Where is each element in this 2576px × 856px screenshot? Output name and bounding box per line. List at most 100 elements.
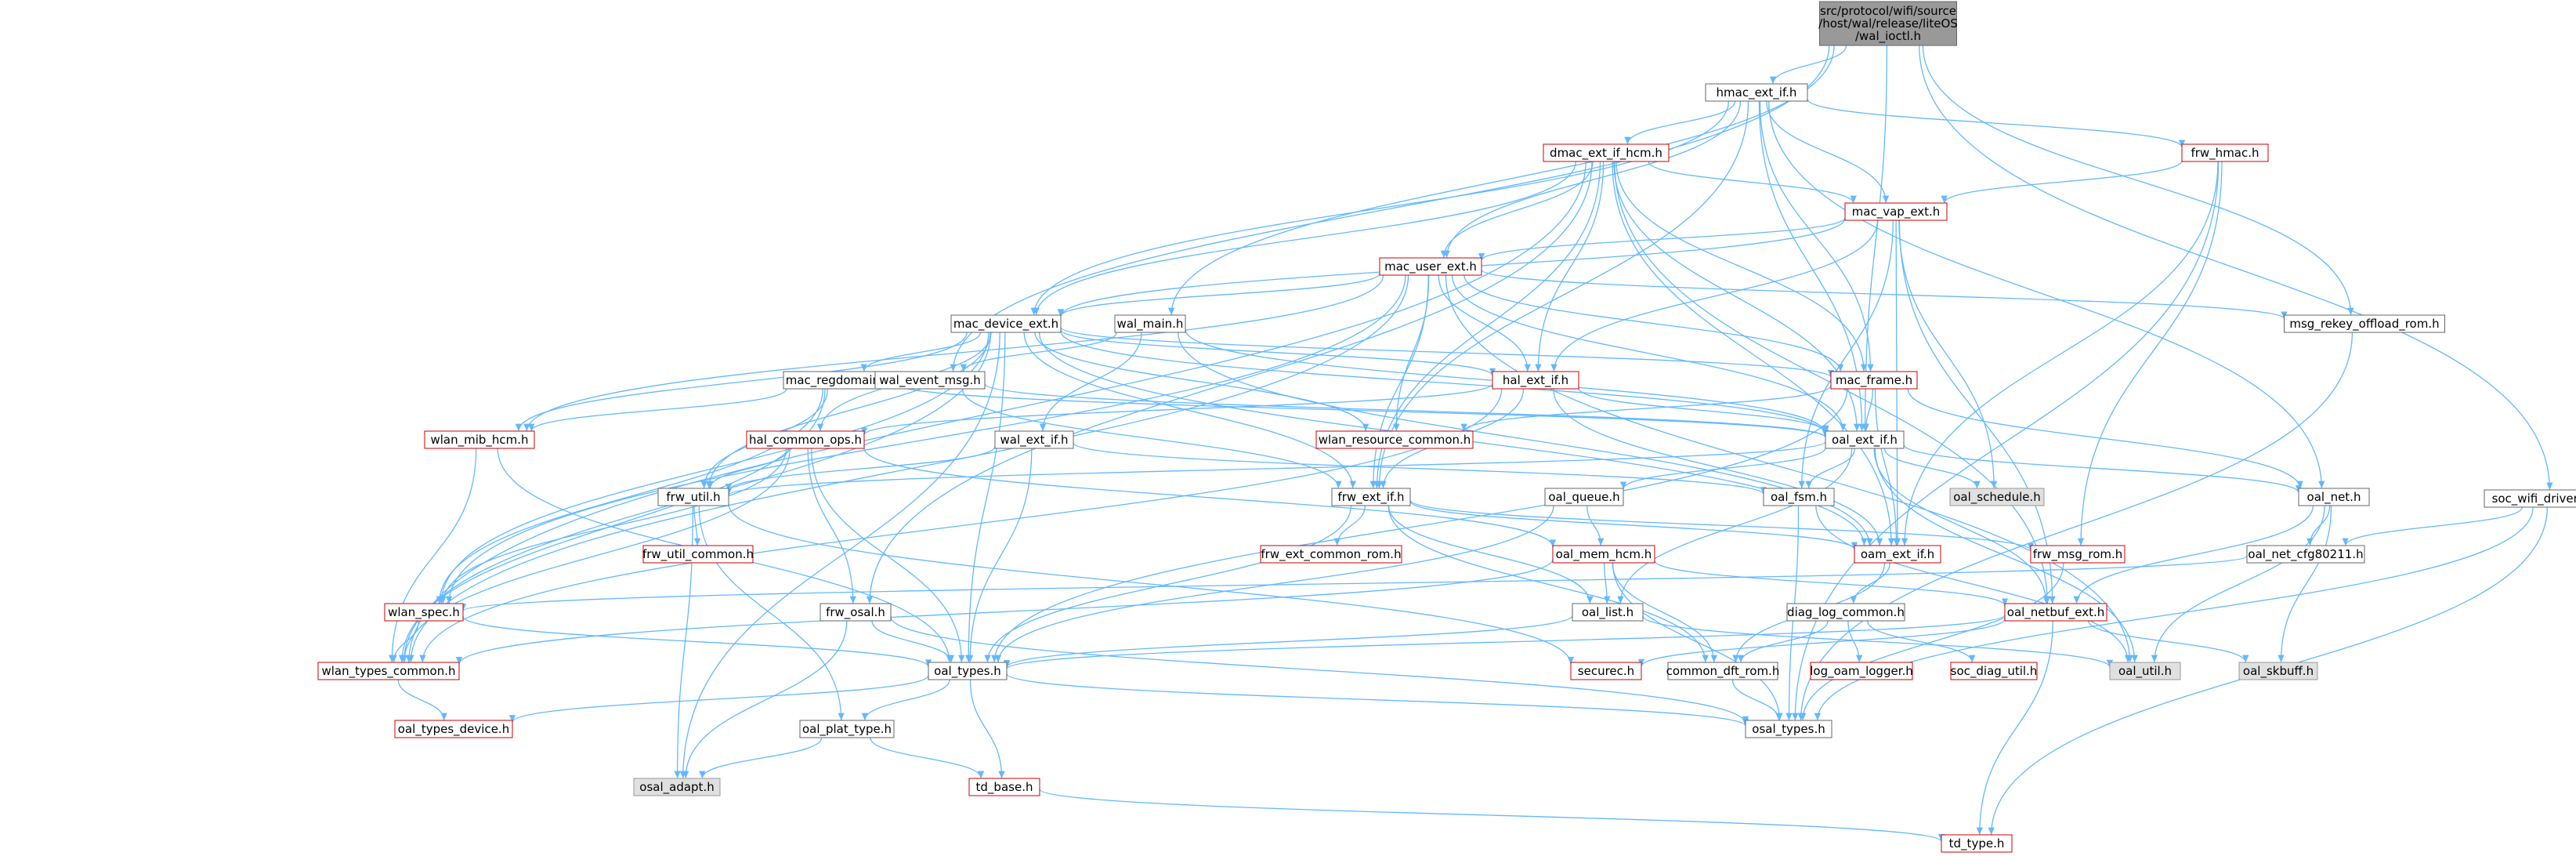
node-oal_net_cfg80211[interactable]: oal_net_cfg80211.h — [2246, 545, 2365, 564]
node-oal_plat_type[interactable]: oal_plat_type.h — [799, 720, 895, 738]
edge-mac_vap_ext-to-hal_ext_if — [1550, 219, 1879, 372]
node-label-frw_hmac: frw_hmac.h — [2191, 146, 2259, 161]
node-label-wal_main: wal_main.h — [1117, 317, 1184, 332]
node-label-root-2: /wal_ioctl.h — [1855, 29, 1921, 44]
node-label-oal_mem_hcm: oal_mem_hcm.h — [1556, 547, 1652, 562]
node-oal_mem_hcm[interactable]: oal_mem_hcm.h — [1552, 545, 1655, 564]
node-mac_user_ext[interactable]: mac_user_ext.h — [1379, 257, 1482, 276]
node-frw_msg_rom[interactable]: frw_msg_rom.h — [2030, 545, 2126, 564]
node-label-securec: securec.h — [1578, 664, 1634, 678]
edge-mac_regdomain-to-wlan_spec — [436, 388, 823, 604]
node-mac_regdomain[interactable]: mac_regdomain.h — [783, 371, 894, 390]
node-label-osal_types: osal_types.h — [1752, 722, 1825, 737]
node-box-frw_msg_rom — [2030, 545, 2126, 564]
node-frw_ext_common_rom[interactable]: frw_ext_common_rom.h — [1260, 545, 1402, 564]
node-soc_diag_util[interactable]: soc_diag_util.h — [1950, 662, 2038, 680]
node-frw_hmac[interactable]: frw_hmac.h — [2181, 143, 2269, 162]
node-td_type[interactable]: td_type.h — [1941, 834, 2013, 853]
node-frw_osal[interactable]: frw_osal.h — [819, 603, 892, 622]
node-box-oal_net — [2298, 488, 2370, 506]
node-label-root-0: src/protocol/wifi/source — [1820, 4, 1956, 18]
node-label-oal_list: oal_list.h — [1582, 605, 1634, 620]
edge-hmac_ext_if-to-mac_frame — [1759, 100, 1874, 372]
node-wlan_resource_common[interactable]: wlan_resource_common.h — [1315, 430, 1474, 449]
edge-diag_log_common-to-log_oam_logger — [1847, 620, 1863, 663]
node-oal_queue[interactable]: oal_queue.h — [1544, 488, 1624, 506]
node-label-td_type: td_type.h — [1949, 836, 2005, 851]
node-oam_ext_if[interactable]: oam_ext_if.h — [1854, 545, 1941, 564]
node-label-frw_util: frw_util.h — [666, 490, 720, 505]
edge-oal_list-to-oal_util — [1642, 615, 2113, 668]
node-label-osal_adapt: osal_adapt.h — [639, 780, 714, 795]
edge-frw_ext_if-to-frw_msg_rom — [1409, 499, 2034, 551]
edge-hal_common_ops-to-frw_util — [707, 448, 790, 489]
node-soc_wifi_driver[interactable]: soc_wifi_driver_wpa_if.h — [2484, 489, 2576, 508]
node-mac_vap_ext[interactable]: mac_vap_ext.h — [1844, 202, 1948, 221]
node-oal_fsm[interactable]: oal_fsm.h — [1763, 488, 1835, 506]
node-label-oal_types: oal_types.h — [934, 664, 1001, 679]
edge-oal_netbuf_ext-to-oal_skbuff — [2088, 620, 2249, 663]
node-box-oal_skbuff — [2238, 662, 2318, 680]
node-diag_log_common[interactable]: diag_log_common.h — [1786, 603, 1905, 622]
node-hmac_ext_if[interactable]: hmac_ext_if.h — [1705, 83, 1808, 102]
node-label-oal_util: oal_util.h — [2118, 664, 2172, 679]
node-oal_ext_if[interactable]: oal_ext_if.h — [1825, 430, 1905, 449]
node-msg_rekey[interactable]: msg_rekey_offload_rom.h — [2284, 314, 2445, 333]
node-frw_util_common[interactable]: frw_util_common.h — [642, 545, 754, 564]
edge-mac_device_ext-to-mac_frame — [1060, 326, 1834, 378]
node-box-hal_ext_if — [1492, 371, 1579, 390]
edge-oal_net-to-oal_skbuff — [2278, 505, 2332, 663]
edge-oal_net-to-oal_util — [2151, 505, 2325, 663]
node-td_base[interactable]: td_base.h — [968, 778, 1040, 796]
node-common_dft_rom[interactable]: common_dft_rom.h — [1666, 662, 1780, 680]
node-box-oal_types_device — [394, 720, 513, 738]
node-hal_common_ops[interactable]: hal_common_ops.h — [746, 430, 865, 449]
edge-mac_user_ext-to-mac_device_ext — [1057, 273, 1380, 317]
node-securec[interactable]: securec.h — [1570, 662, 1642, 680]
node-box-wal_event_msg — [874, 371, 986, 390]
node-dmac_ext_if_hcm[interactable]: dmac_ext_if_hcm.h — [1543, 143, 1670, 162]
node-oal_types[interactable]: oal_types.h — [928, 662, 1008, 680]
node-osal_types[interactable]: osal_types.h — [1745, 720, 1833, 738]
node-label-hal_common_ops: hal_common_ops.h — [749, 433, 862, 448]
node-box-osal_adapt — [633, 778, 721, 796]
node-box-oam_ext_if — [1854, 545, 1941, 564]
node-label-oal_skbuff: oal_skbuff.h — [2243, 664, 2314, 679]
node-wal_event_msg[interactable]: wal_event_msg.h — [874, 371, 986, 390]
node-label-frw_ext_common_rom: frw_ext_common_rom.h — [1261, 547, 1401, 562]
node-box-wlan_resource_common — [1315, 430, 1474, 449]
node-wlan_types_common[interactable]: wlan_types_common.h — [317, 662, 460, 680]
node-box-oal_list — [1572, 603, 1644, 622]
edge-frw_ext_if-to-oam_ext_if — [1409, 501, 1858, 550]
node-box-oal_net_cfg80211 — [2246, 545, 2365, 564]
node-mac_frame[interactable]: mac_frame.h — [1830, 371, 1918, 390]
node-box-frw_util — [657, 488, 729, 506]
node-label-wlan_mib_hcm: wlan_mib_hcm.h — [430, 433, 528, 448]
node-wlan_mib_hcm[interactable]: wlan_mib_hcm.h — [424, 430, 535, 449]
node-oal_netbuf_ext[interactable]: oal_netbuf_ext.h — [2004, 603, 2107, 622]
edge-hmac_ext_if-to-dmac_ext_if_hcm — [1624, 100, 1736, 145]
edge-mac_frame-to-wlan_resource_common — [1460, 385, 1832, 432]
node-frw_util[interactable]: frw_util.h — [657, 488, 729, 506]
edge-frw_osal-to-osal_adapt — [682, 620, 848, 779]
edge-oal_queue-to-oal_mem_hcm — [1586, 505, 1605, 546]
edge-diag_log_common-to-common_dft_rom — [1737, 620, 1829, 663]
node-hal_ext_if[interactable]: hal_ext_if.h — [1492, 371, 1579, 390]
edge-oal_plat_type-to-osal_adapt — [699, 737, 823, 779]
edge-hal_common_ops-to-wlan_types_common — [400, 448, 791, 663]
node-oal_net[interactable]: oal_net.h — [2298, 488, 2370, 506]
node-frw_ext_if[interactable]: frw_ext_if.h — [1331, 488, 1411, 506]
node-box-log_oam_logger — [1810, 662, 1913, 680]
node-mac_device_ext[interactable]: mac_device_ext.h — [950, 314, 1062, 333]
node-oal_types_device[interactable]: oal_types_device.h — [394, 720, 513, 738]
node-log_oam_logger[interactable]: log_oam_logger.h — [1810, 662, 1913, 680]
edge-mac_frame-to-oam_ext_if — [1874, 388, 1900, 546]
edge-hal_common_ops-to-frw_osal — [807, 448, 856, 604]
node-oal_list[interactable]: oal_list.h — [1572, 603, 1644, 622]
node-wlan_spec[interactable]: wlan_spec.h — [384, 603, 464, 622]
node-label-mac_device_ext: mac_device_ext.h — [953, 317, 1058, 332]
edge-mac_device_ext-to-mac_regdomain — [860, 332, 981, 372]
node-wal_ext_if[interactable]: wal_ext_if.h — [994, 430, 1074, 449]
node-wal_main[interactable]: wal_main.h — [1114, 314, 1186, 333]
